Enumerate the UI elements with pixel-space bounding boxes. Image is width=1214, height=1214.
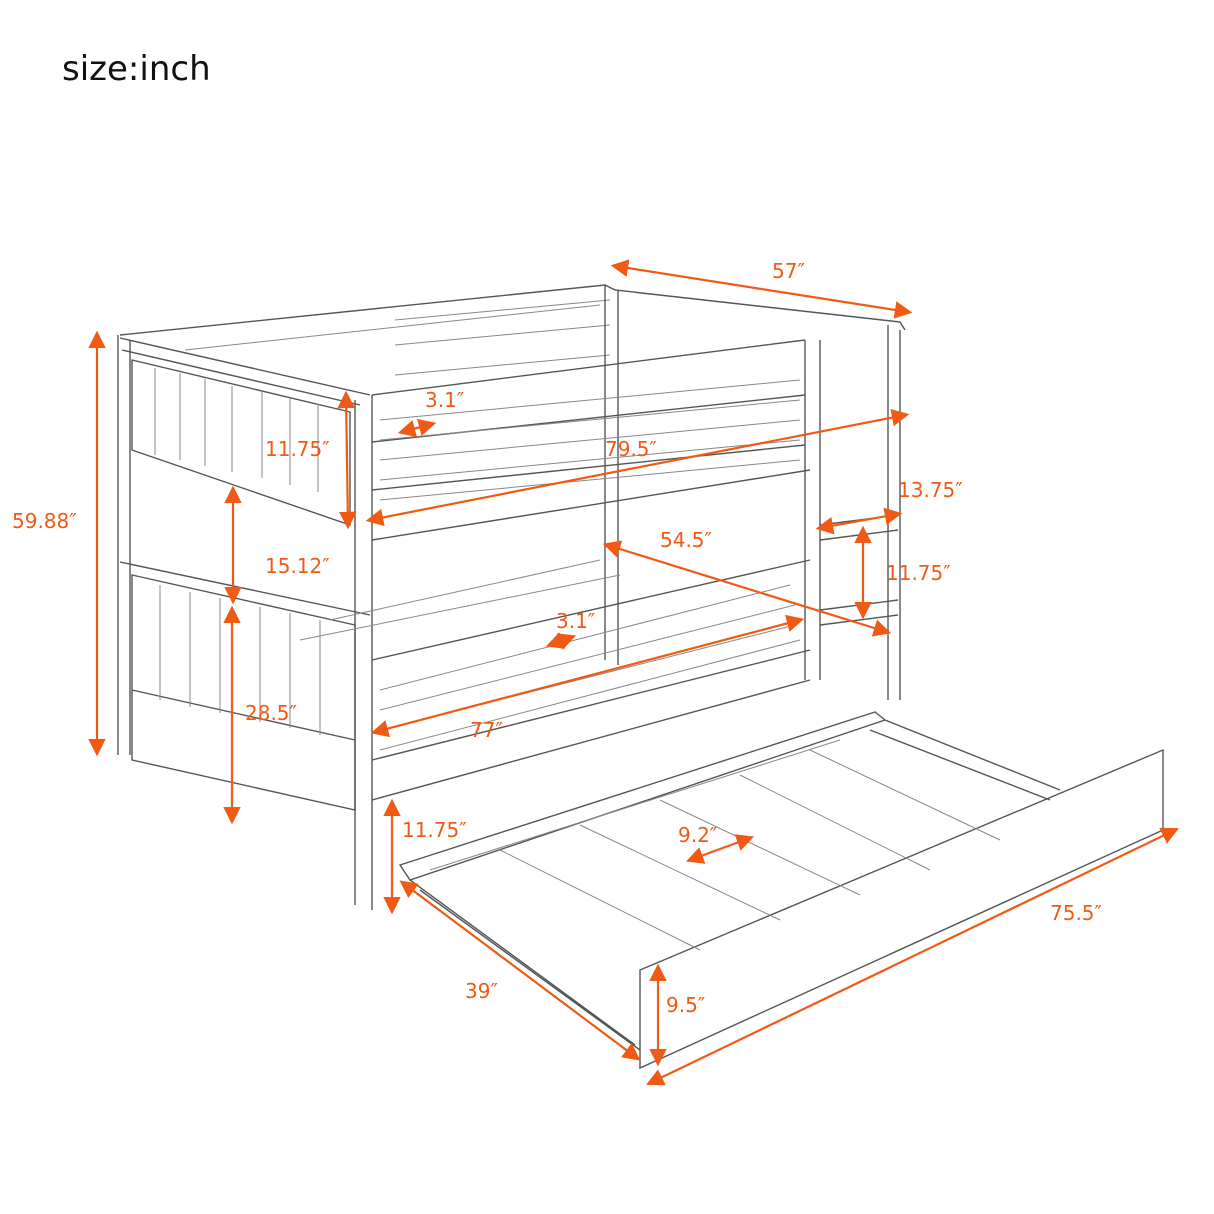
dim-label-trundle-clearance: 11.75″: [402, 818, 467, 842]
dim-label-trundle-slat-gap: 9.2″: [678, 823, 717, 847]
dimension-arrows: [88, 259, 1179, 1086]
dim-label-bottom-height: 28.5″: [245, 701, 297, 725]
dim-label-total-height: 59.88″: [12, 509, 77, 533]
dim-label-inner-length: 77″: [470, 718, 503, 742]
dim-label-trundle-height: 9.5″: [666, 993, 705, 1017]
dim-label-step-spacing: 11.75″: [886, 561, 951, 585]
dim-arrow-top-length: [365, 408, 910, 527]
dim-label-top-length: 79.5″: [605, 437, 657, 461]
dim-label-trundle-width: 39″: [465, 979, 498, 1003]
dim-label-inner-width: 54.5″: [660, 528, 712, 552]
dim-arrow-trundle-width: [399, 880, 641, 1061]
dim-arrow-slat-gap-top: [397, 418, 437, 438]
dim-arrow-inner-length: [370, 614, 805, 738]
dim-arrow-ladder-width: [815, 507, 903, 535]
dim-label-trundle-length: 75.5″: [1050, 901, 1102, 925]
size-unit-title: size:inch: [62, 49, 211, 89]
dim-label-width-top: 57″: [772, 259, 805, 283]
dim-arrow-trundle-length: [646, 827, 1179, 1086]
dimension-labels: 57″ 3.1″ 11.75″ 79.5″ 59.88″ 13.75″ 54.5…: [12, 259, 1102, 1017]
dim-label-slat-gap-top: 3.1″: [425, 388, 464, 412]
dim-label-top-guardrail: 11.75″: [265, 437, 330, 461]
dim-label-slat-gap-bottom: 3.1″: [556, 609, 595, 633]
dim-arrow-inner-width: [602, 540, 892, 637]
dim-arrow-top-guardrail: [337, 390, 357, 530]
dim-label-clearance: 15.12″: [265, 554, 330, 578]
dim-arrow-width-top: [610, 259, 913, 319]
dim-label-ladder-width: 13.75″: [898, 478, 963, 502]
bed-drawing: [117, 284, 1164, 1070]
